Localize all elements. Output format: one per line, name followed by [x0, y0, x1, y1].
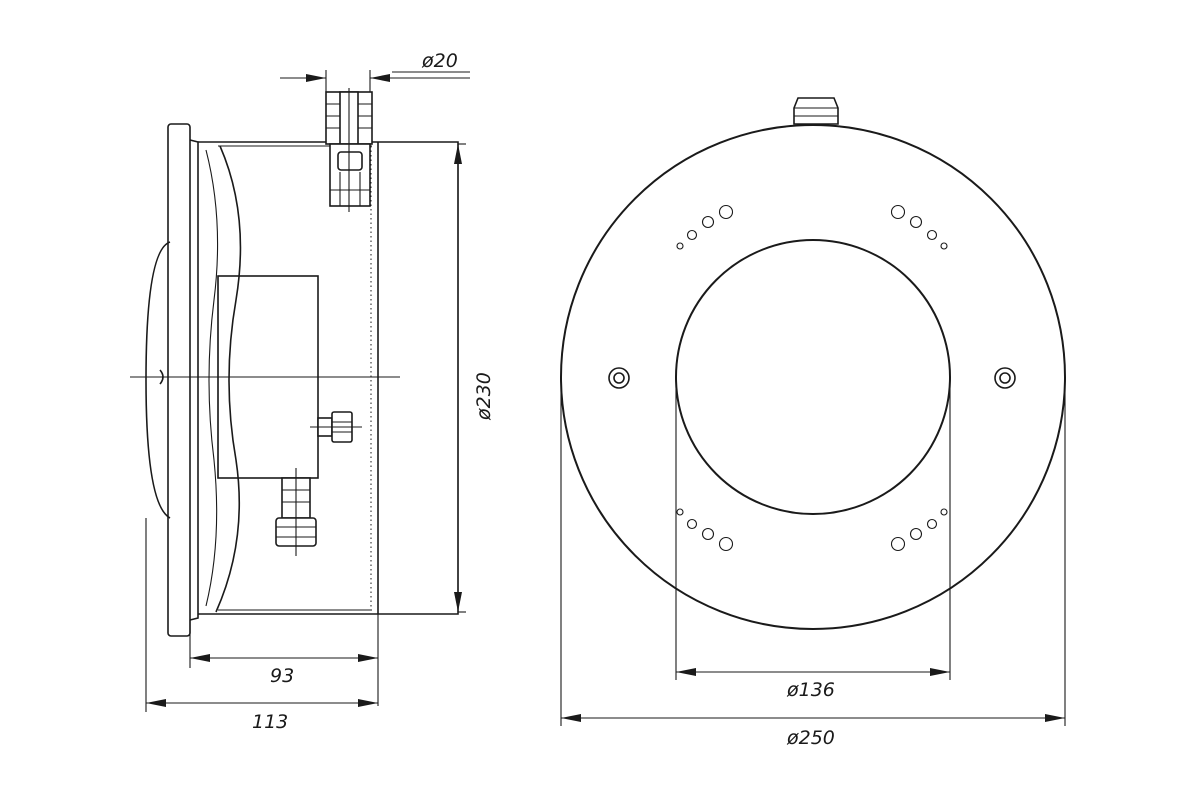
bottom-gland: [275, 468, 317, 556]
dim-outer-diameter: [560, 377, 1066, 726]
inner-opening: [675, 239, 951, 515]
mounting-screw-right: [994, 367, 1016, 389]
dim-pipe-diameter: [280, 70, 470, 92]
front-connector: [793, 97, 839, 125]
label-body-diameter: ø230: [473, 372, 495, 421]
outer-ring: [560, 124, 1066, 630]
label-inner-diameter: ø136: [786, 679, 835, 701]
break-line: [215, 145, 242, 613]
front-flange: [167, 123, 191, 637]
hole-group-top-left: [676, 204, 734, 250]
mounting-screw-left: [608, 367, 630, 389]
label-outer-diameter: ø250: [786, 727, 835, 749]
lens-centre-mark: [159, 369, 164, 385]
side-bolt: [310, 411, 362, 443]
label-pipe-diameter: ø20: [421, 50, 458, 72]
front-lens: [145, 241, 171, 519]
flange-lip: [189, 139, 199, 621]
dim-total-depth: [145, 518, 378, 712]
label-total-depth: 113: [252, 711, 288, 733]
dim-body-depth: [189, 614, 379, 706]
label-body-depth: 93: [270, 665, 294, 687]
hole-group-bottom-left: [676, 508, 734, 552]
side-view: ø20 ø230 93 113: [130, 50, 495, 733]
dim-body-diameter: [454, 143, 466, 613]
dim-inner-diameter: [675, 377, 951, 680]
break-line-inner: [205, 149, 219, 607]
front-view: ø136 ø250: [560, 97, 1066, 749]
top-connector: [325, 88, 373, 212]
hole-group-top-right: [890, 204, 948, 250]
hole-group-bottom-right: [890, 508, 948, 552]
